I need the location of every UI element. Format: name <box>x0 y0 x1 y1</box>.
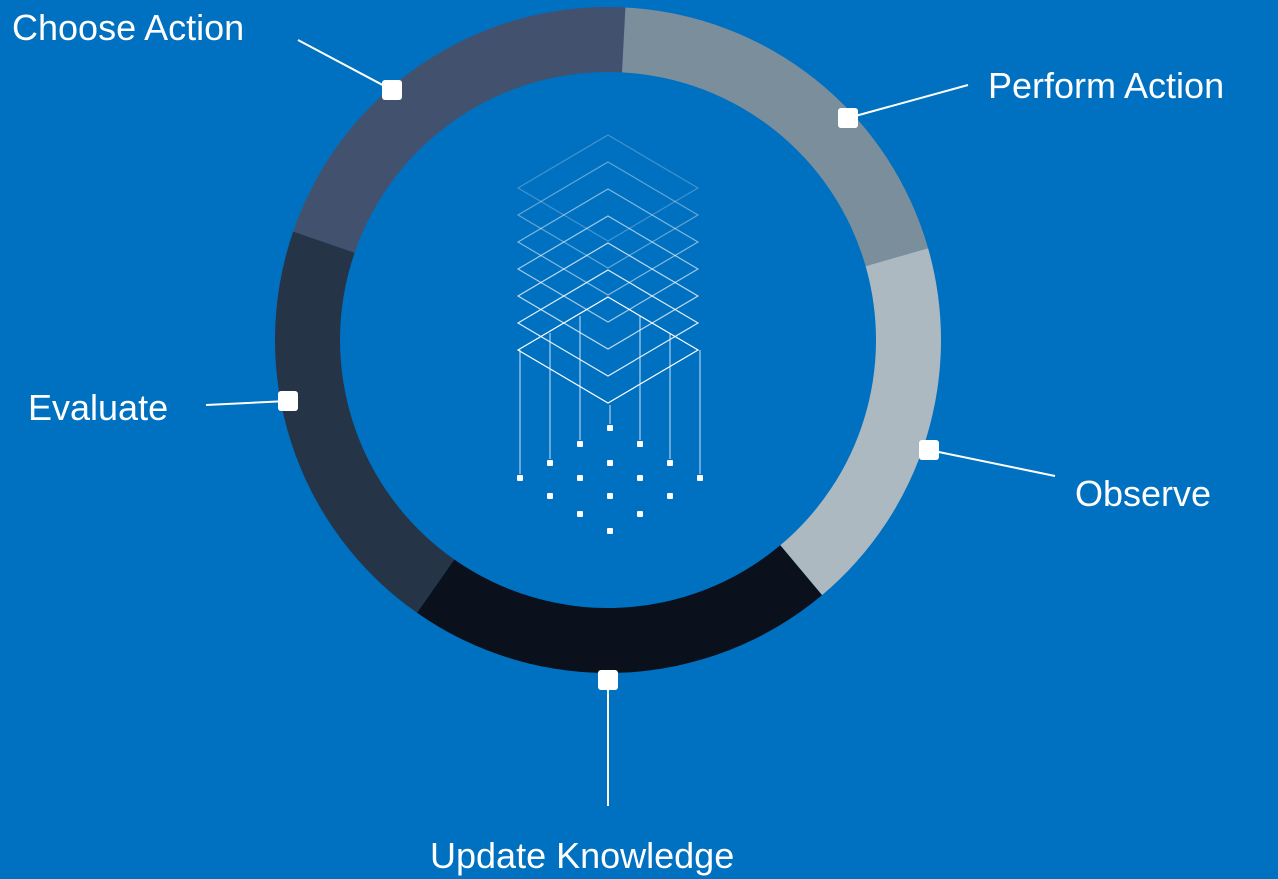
data-dot <box>607 528 613 534</box>
segment-markers <box>278 80 939 690</box>
stack-layer <box>516 134 700 242</box>
data-dot <box>547 493 553 499</box>
label-choose-action: Choose Action <box>12 7 245 48</box>
callout-line-perform <box>847 84 969 119</box>
ring-segment-perform <box>622 7 929 267</box>
marker-choose <box>382 80 402 100</box>
data-dot <box>637 511 643 517</box>
callout-line-observe <box>928 449 1056 477</box>
data-dot <box>667 460 673 466</box>
data-dot <box>637 475 643 481</box>
callout-line-choose <box>297 39 393 91</box>
label-evaluate: Evaluate <box>28 387 169 428</box>
callout-line-evaluate <box>205 400 289 406</box>
data-dot <box>577 511 583 517</box>
marker-observe <box>919 440 939 460</box>
stack-layer <box>516 188 700 296</box>
ring-segment-update <box>416 545 823 674</box>
label-perform-action: Perform Action <box>988 65 1225 106</box>
marker-perform <box>838 108 858 128</box>
label-observe: Observe <box>1075 473 1212 514</box>
label-update-knowledge: Update Knowledge <box>430 835 735 876</box>
stack-layer <box>516 242 700 350</box>
data-dot <box>577 475 583 481</box>
data-dot <box>607 425 613 431</box>
data-dot <box>607 493 613 499</box>
ring-segments <box>274 6 941 674</box>
data-dot <box>607 460 613 466</box>
marker-update <box>598 670 618 690</box>
data-dot <box>547 460 553 466</box>
stack-layer <box>516 269 700 377</box>
ring-segment-evaluate <box>274 231 455 613</box>
ring-segment-observe <box>780 248 941 596</box>
stack-layer <box>516 161 700 269</box>
data-dot <box>697 475 703 481</box>
data-dot <box>637 441 643 447</box>
marker-evaluate <box>278 391 298 411</box>
data-dot <box>577 441 583 447</box>
stack-layer <box>516 296 700 404</box>
ring-segment-choose <box>293 6 626 253</box>
data-dot <box>667 493 673 499</box>
callout-lines <box>205 39 1056 806</box>
data-dot <box>517 475 523 481</box>
layered-data-stack-icon <box>516 134 703 534</box>
stack-layer <box>516 215 700 323</box>
